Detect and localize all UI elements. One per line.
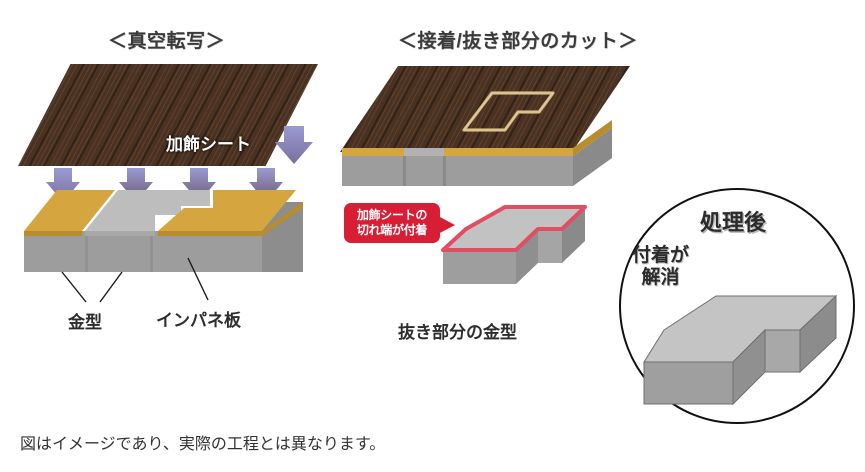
adhesion-callout: 加飾シートの 切れ端が付着	[344, 203, 440, 243]
sheet-press-arrow-3	[182, 168, 216, 202]
adhesion-callout-text: 加飾シートの 切れ端が付着	[344, 203, 440, 243]
middle-panel-title: ＜接着/抜き部分のカット＞	[398, 31, 638, 52]
figure-caption: 図はイメージであり、実際の工程とは異なります。	[20, 436, 386, 453]
after-treatment-title: 処理後	[700, 210, 767, 235]
leader-lines-left	[61, 257, 209, 303]
decorative-sheet-bonded	[340, 66, 630, 152]
adhesion-resolved-note: 付着が 解消	[632, 245, 689, 290]
wood-grain-texture-bonded	[340, 66, 630, 152]
callout-line-1: 加飾シートの	[356, 208, 428, 222]
panel-board-label: インパネ板	[156, 311, 241, 330]
note-line-1: 付着が	[632, 245, 690, 266]
callout-line-2: 切れ端が付着	[356, 223, 428, 237]
wood-grain-texture	[18, 64, 318, 166]
cut-piece-mold-label: 抜き部分の金型	[398, 323, 517, 342]
decorative-sheet-left	[18, 64, 318, 166]
note-line-2: 解消	[641, 267, 680, 289]
left-panel-title: ＜真空転写＞	[108, 31, 226, 52]
sheet-press-arrow-4	[249, 168, 283, 202]
sheet-press-arrow-2	[119, 168, 153, 202]
callout-tail-arrow	[438, 216, 455, 234]
mold-assembly-left	[24, 190, 303, 272]
decorative-sheet-label: 加飾シート	[166, 135, 251, 154]
mold-label: 金型	[68, 313, 102, 332]
sheet-press-arrow-1	[46, 168, 80, 202]
cut-piece-block	[441, 205, 587, 284]
